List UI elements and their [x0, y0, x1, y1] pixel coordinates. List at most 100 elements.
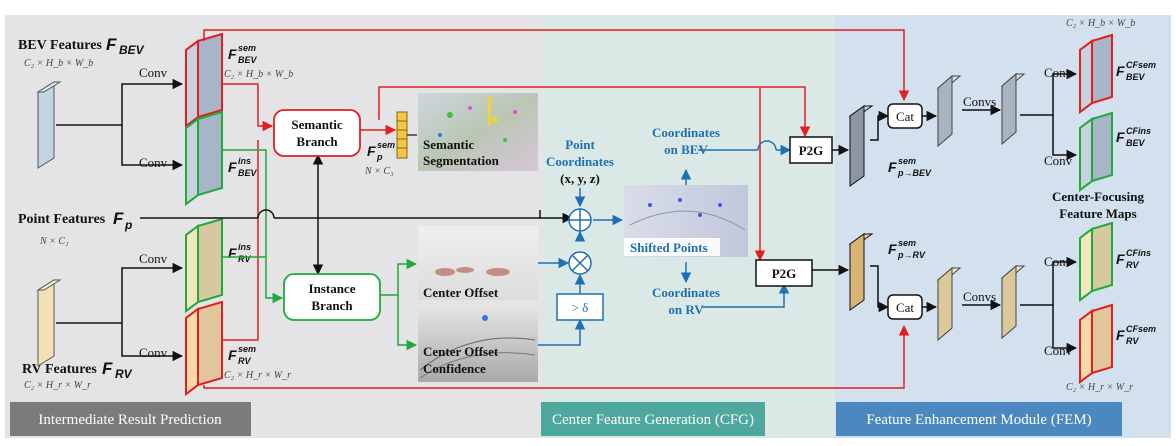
out-bev-sem-block	[1079, 33, 1113, 114]
svg-text:RV: RV	[238, 254, 251, 264]
conv-label-bev-ins: Conv	[139, 155, 168, 170]
fem-rv-cat-block	[936, 266, 962, 342]
point-features-label: Point Features	[18, 212, 106, 227]
svg-text:ins: ins	[238, 156, 251, 166]
center-offset-label: Center Offset	[423, 285, 499, 300]
svg-text:p→BEV: p→BEV	[897, 168, 932, 178]
cat-bev-label: Cat	[896, 109, 914, 124]
svg-text:F: F	[1116, 251, 1125, 267]
cat-rv-box	[887, 294, 923, 320]
rv-ins-block	[185, 217, 223, 313]
cfg-lines	[538, 144, 792, 346]
out-rv-ins-block	[1079, 221, 1113, 302]
fem-lines	[812, 68, 1078, 354]
fem-bev-p2g-block	[848, 105, 874, 187]
p2g-rv-box	[755, 259, 813, 287]
instance-branch-label-1: Instance	[309, 281, 356, 296]
svg-text:Point: Point	[565, 137, 595, 152]
bev-features-sub: BEV	[119, 43, 145, 57]
instance-routing-lines	[222, 149, 418, 351]
svg-text:BEV: BEV	[238, 168, 258, 178]
svg-text:(x, y, z): (x, y, z)	[560, 171, 600, 186]
out-rv-sem-block	[1079, 303, 1113, 384]
svg-text:BEV: BEV	[1126, 138, 1146, 148]
instance-branch-box	[283, 273, 381, 321]
svg-text:CFins: CFins	[1126, 126, 1151, 136]
svg-text:F: F	[1116, 327, 1125, 343]
blue-line-hop	[757, 140, 777, 151]
p-to-rv-label: F sem p→RV	[888, 238, 926, 260]
out-top-dim: C₂ × H_b × W_b	[1066, 18, 1135, 29]
point-sem-feature-label: F sem p	[367, 140, 395, 162]
right-banner-label: Feature Enhancement Module (FEM)	[866, 412, 1091, 428]
fem-bev-convs-block	[1000, 72, 1026, 146]
semseg-label-2: Segmentation	[423, 153, 500, 168]
bev-sem-block	[185, 32, 223, 128]
svg-text:CFsem: CFsem	[1126, 60, 1156, 70]
conv-out-rv-sem: Conv	[1044, 343, 1073, 358]
out-bev-ins-label: F CFins BEV	[1116, 126, 1151, 148]
svg-text:Coordinates: Coordinates	[546, 154, 614, 169]
svg-text:BEV: BEV	[1126, 72, 1146, 82]
semantic-branch-label-1: Semantic	[291, 117, 343, 132]
svg-text:F: F	[888, 159, 897, 175]
svg-text:p→RV: p→RV	[897, 250, 926, 260]
center-confidence-image	[418, 304, 538, 382]
svg-text:RV: RV	[238, 356, 251, 366]
convs-bev-label: Convs	[963, 94, 996, 109]
line-hop	[257, 209, 275, 219]
bev-input-block	[36, 81, 62, 169]
svg-text:RV: RV	[1126, 336, 1139, 346]
coords-rv-label-2: on RV	[668, 302, 704, 317]
svg-text:RV: RV	[1126, 260, 1139, 270]
svg-text:F: F	[367, 143, 376, 159]
rv-dim: C₂ × H_r × W_r	[24, 380, 91, 391]
fem-rv-p2g-block	[848, 233, 874, 311]
bev-features-symbol: F	[106, 35, 117, 54]
threshold-box	[556, 293, 604, 321]
point-sem-feature-column	[396, 111, 408, 159]
svg-text:F: F	[228, 159, 237, 175]
svg-text:CFsem: CFsem	[1126, 324, 1156, 334]
svg-text:F: F	[888, 241, 897, 257]
rv-input-block	[36, 279, 62, 367]
point-features-symbol: F	[113, 209, 124, 228]
semantic-branch-label-2: Branch	[296, 134, 338, 149]
svg-text:F: F	[228, 46, 237, 62]
svg-text:p: p	[376, 152, 383, 162]
left-banner	[10, 402, 251, 436]
rv-features-sub: RV	[115, 367, 133, 381]
conv-out-rv-ins: Conv	[1044, 254, 1073, 269]
multiply-operator	[568, 251, 592, 275]
bev-features-label: BEV Features	[18, 38, 102, 53]
svg-text:sem: sem	[898, 156, 916, 166]
out-bottom-dim: C₂ × H_r × W_r	[1066, 382, 1133, 393]
conv-out-bev-sem: Conv	[1044, 65, 1073, 80]
bev-ins-feature-label: F ins BEV	[228, 156, 258, 178]
rv-sem-feature-label: F sem RV	[228, 344, 256, 366]
center-focusing-label-1: Center-Focusing	[1052, 189, 1144, 204]
input-conv-lines	[56, 78, 184, 362]
fem-bev-cat-block	[936, 74, 962, 148]
point-sem-dim: N × C₃	[364, 166, 394, 177]
shifted-label-bg	[624, 238, 720, 256]
semantic-branch-box	[273, 109, 361, 157]
out-bev-ins-block	[1079, 111, 1113, 192]
svg-text:sem: sem	[238, 344, 256, 354]
fem-rv-convs-block	[1000, 264, 1026, 340]
svg-text:sem: sem	[898, 238, 916, 248]
right-banner	[836, 402, 1122, 436]
bev-dim: C₂ × H_b × W_b	[24, 58, 93, 69]
rv-sem-dim: C₂ × H_r × W_r	[224, 370, 291, 381]
svg-text:F: F	[1116, 129, 1125, 145]
center-conf-label-2: Confidence	[423, 361, 486, 376]
svg-text:sem: sem	[238, 43, 256, 53]
instance-branch-label-2: Branch	[311, 298, 353, 313]
cat-rv-label: Cat	[896, 300, 914, 315]
p-to-bev-label: F sem p→BEV	[888, 156, 932, 178]
point-coordinates-label: Point Coordinates (x, y, z)	[546, 137, 614, 186]
coords-bev-label-2: on BEV	[664, 142, 708, 157]
rv-sem-block	[185, 300, 223, 396]
center-conf-label-1: Center Offset	[423, 344, 499, 359]
